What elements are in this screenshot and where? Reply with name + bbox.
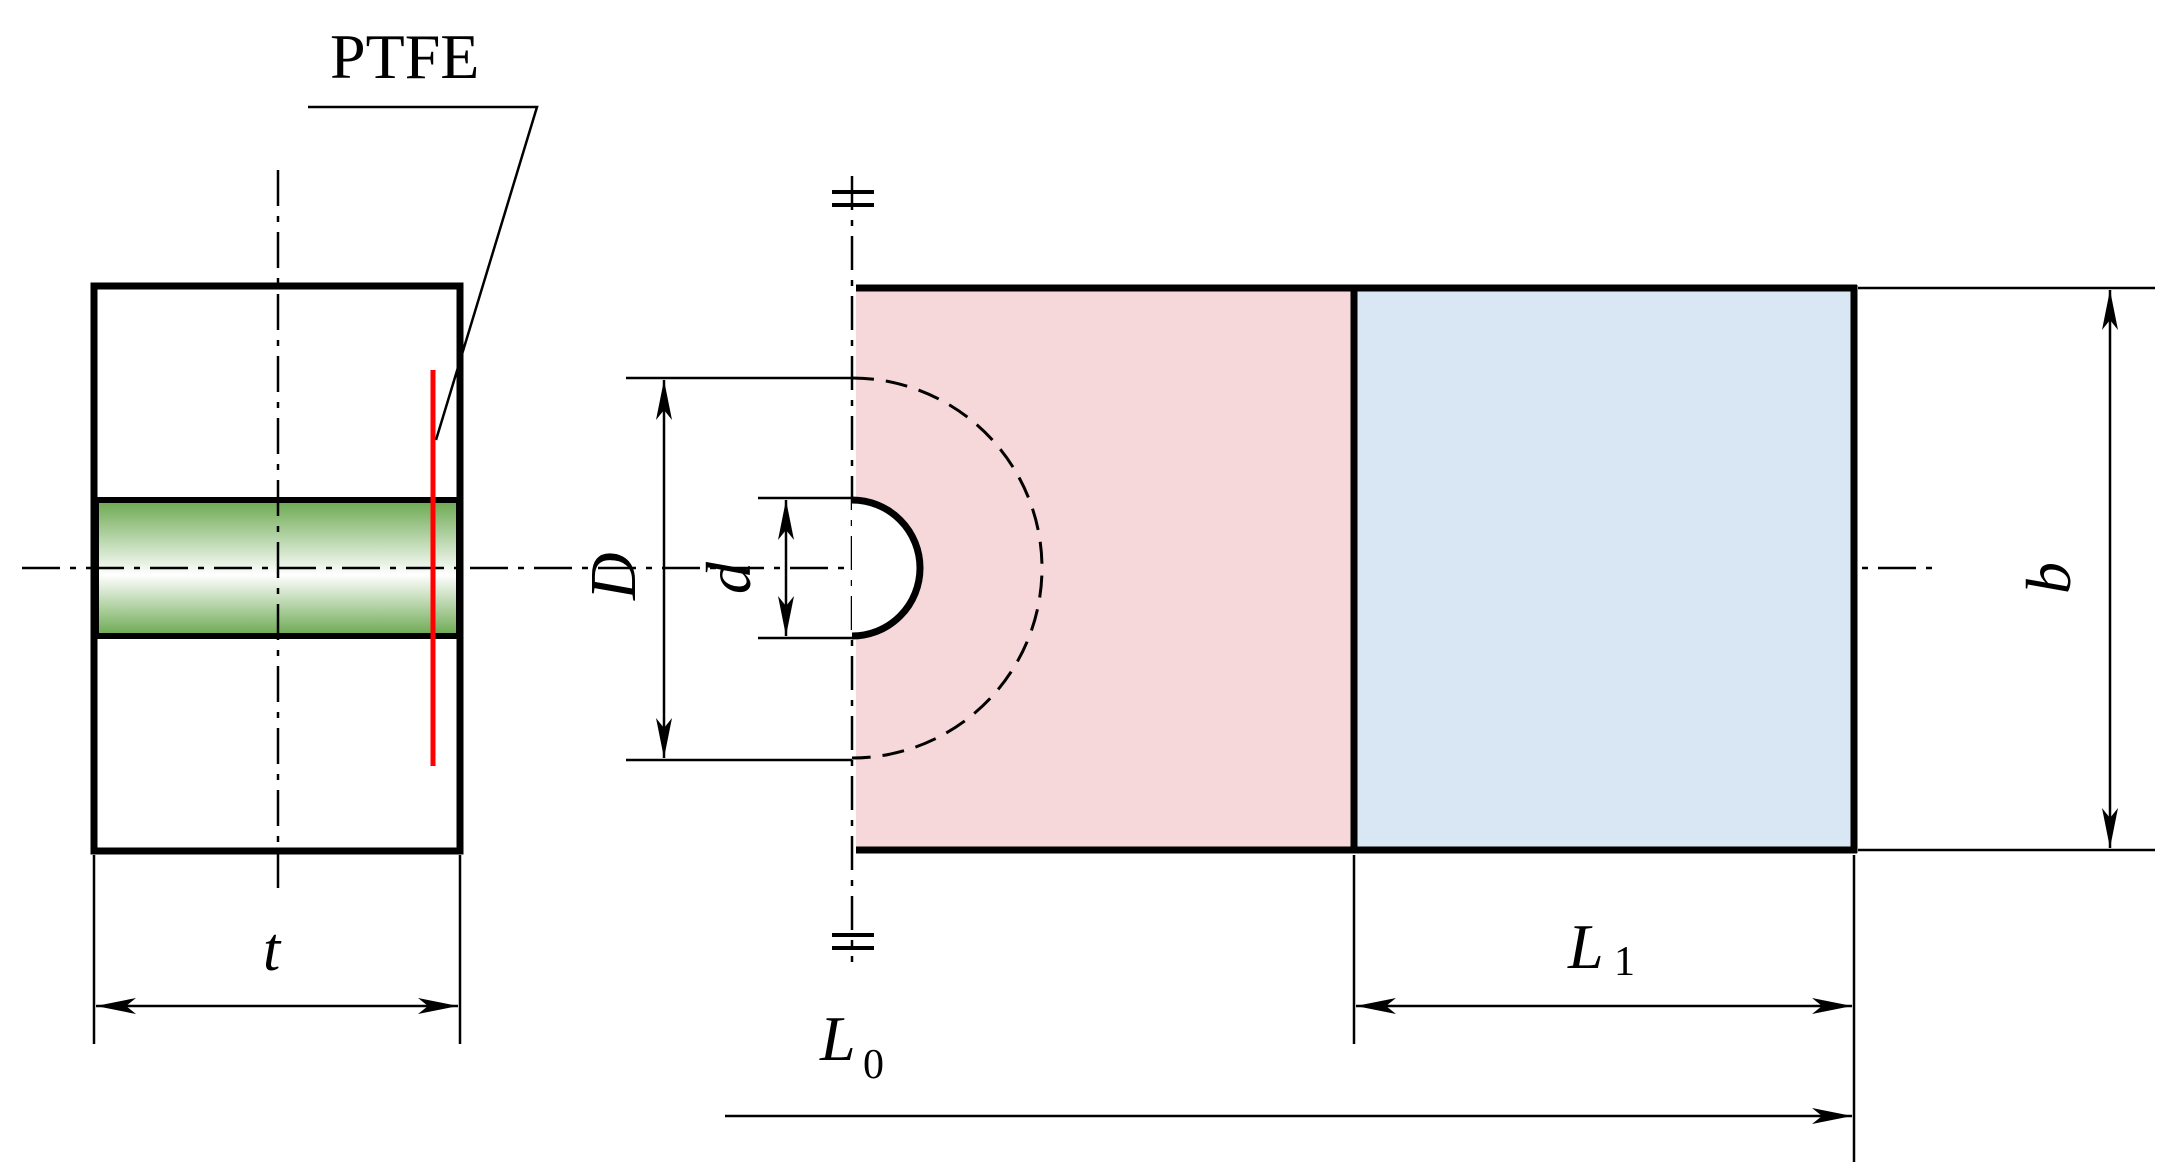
L0-subscript: 0: [863, 1042, 884, 1088]
L1-label: L: [1567, 911, 1604, 982]
ptfe-leader: [308, 105, 539, 441]
ptfe-label: PTFE: [330, 21, 479, 92]
L1-subscript: 1: [1614, 939, 1635, 985]
side-view: PTFE t: [22, 21, 1938, 1044]
pink-region: [856, 288, 1354, 850]
b-label: b: [2013, 562, 2084, 594]
D-label: D: [577, 552, 650, 601]
blue-region: [1354, 288, 1854, 850]
half-hole: [851, 496, 924, 640]
d-label: d: [693, 561, 764, 594]
t-label: t: [263, 916, 282, 984]
front-view: D d b L 1 L 0: [577, 176, 2155, 1162]
L0-label: L: [819, 1003, 856, 1074]
